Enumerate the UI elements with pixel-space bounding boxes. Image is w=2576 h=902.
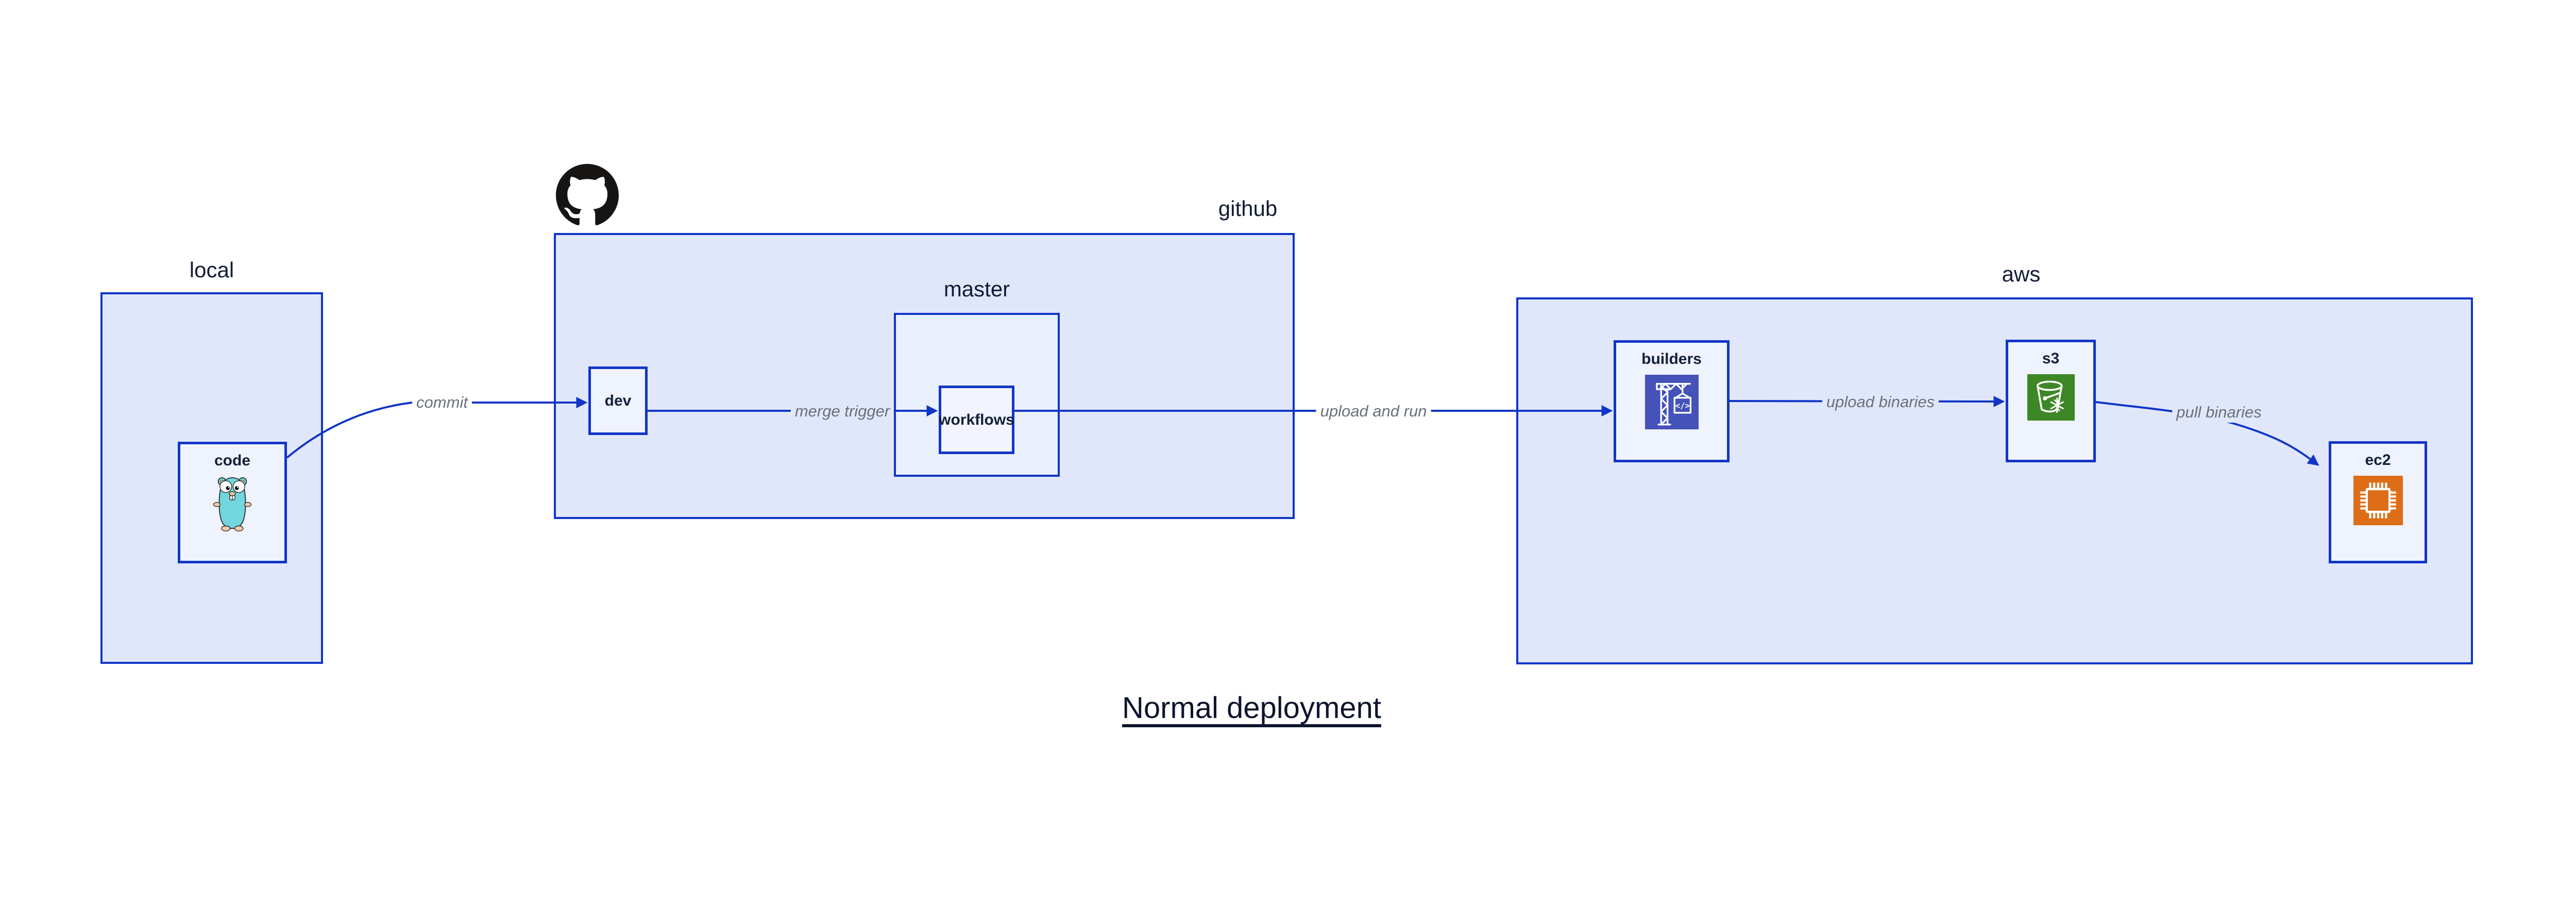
node-ec2-label: ec2 (2365, 452, 2391, 469)
svg-text:</>: </> (1675, 401, 1689, 410)
node-dev-label: dev (604, 392, 632, 409)
node-ec2: ec2 (2329, 441, 2427, 563)
edge-label-upload-binaries: upload binaries (1822, 392, 1939, 412)
github-octocat-icon (555, 164, 619, 227)
node-workflows-label: workflows (939, 411, 1014, 428)
s3-bucket-snowflake-icon (2027, 374, 2075, 421)
edge-label-merge-trigger: merge trigger (790, 401, 894, 422)
node-builders-label: builders (1641, 350, 1702, 368)
ec2-chip-icon (2353, 476, 2403, 525)
group-local-label: local (189, 258, 234, 282)
node-s3-label: s3 (2042, 350, 2060, 367)
edge-code-to-dev (286, 397, 588, 459)
node-code-label: code (214, 452, 251, 469)
node-workflows: workflows (939, 386, 1014, 454)
node-builders: builders </> (1614, 340, 1730, 462)
group-github-label: github (1218, 196, 1278, 221)
group-master-label: master (943, 277, 1010, 301)
go-gopher-icon (211, 473, 253, 534)
node-code: code (178, 442, 287, 563)
codebuild-crane-icon: </> (1645, 375, 1699, 429)
edge-label-pull-binaries: pull binaries (2172, 402, 2266, 423)
diagram-title: Normal deployment (1122, 691, 1381, 725)
group-aws-label: aws (2002, 262, 2041, 286)
edge-label-upload-and-run: upload and run (1316, 401, 1431, 422)
edge-s3-to-ec2 (2095, 401, 2319, 466)
edge-label-commit: commit (412, 392, 472, 413)
node-dev: dev (588, 366, 648, 435)
node-s3: s3 (2006, 340, 2096, 462)
